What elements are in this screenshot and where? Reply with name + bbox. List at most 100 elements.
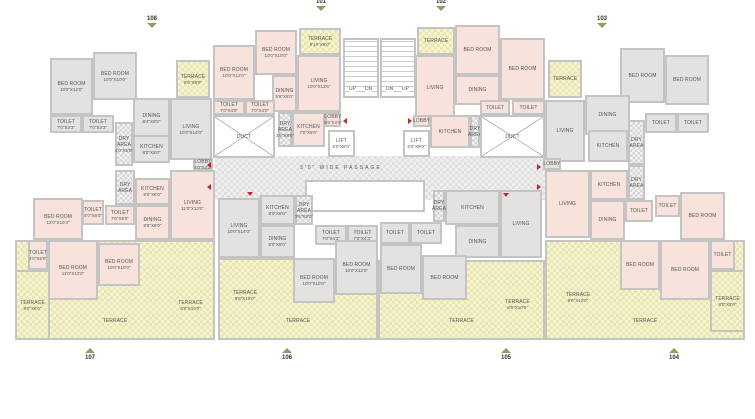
stair-up-label: UP (349, 86, 356, 92)
staircase-right: DN UP (380, 38, 416, 98)
passage-label: 3'0" WIDE PASSAGE (300, 165, 382, 171)
room-dimensions: 8'6"X10'0" (567, 298, 589, 303)
room-name: TOILET (713, 252, 732, 258)
room-name: LIFT (411, 138, 422, 144)
unit-103-terrace: TERRACE (548, 60, 582, 98)
unit-102-terrace: TERRACE (417, 27, 455, 55)
unit-number: 103 (596, 16, 607, 22)
room-dimensions: 10'0"X10'0" (103, 76, 127, 82)
room-dimensions: 10'0"X10'0" (264, 53, 288, 58)
room-name: TOILET (683, 120, 702, 126)
room-name: BED ROOM (43, 213, 73, 220)
room-dimensions: 10'0"X13'6" (307, 84, 331, 89)
room-dimensions: 5'6"X8'0" (275, 94, 294, 99)
room-name: TERRACE (180, 73, 206, 80)
room-dimensions: 7'0"X4'3" (322, 235, 340, 241)
stair-up-label: UP (402, 86, 409, 92)
room-name: TOILET (658, 203, 677, 209)
entry-arrow-icon (207, 162, 211, 168)
unit-104-bed-room: BED ROOM (620, 240, 660, 290)
direction-arrow-icon (436, 6, 446, 11)
room-name: TOILET (250, 102, 269, 108)
unit-number: 107 (84, 355, 95, 361)
common-passage (215, 156, 545, 200)
unit-102-bed-room: BED ROOM (455, 25, 500, 75)
room-name: BED ROOM (625, 262, 655, 268)
unit-105-dining: DINING (455, 225, 500, 258)
room-name: TERRACE (565, 292, 591, 298)
room-dimensions: 6'0"X8'0" (407, 144, 426, 149)
room-name: TERRACE (285, 318, 311, 324)
room-dimensions: 11'0"X13'0" (61, 270, 85, 276)
unit-102-bed-room: BED ROOM (500, 38, 545, 100)
room-dimensions: 8'0"X8'0" (268, 210, 287, 216)
unit-104-bed-room: BED ROOM (660, 240, 710, 300)
room-name: TOILET (88, 118, 107, 125)
unit-105-kitchen: KITCHEN (445, 190, 500, 225)
unit-number: 105 (500, 355, 511, 361)
room-name: TOILET (485, 104, 504, 111)
staircase-left: UP DN (343, 38, 379, 98)
room-name: DRY AREA (117, 181, 133, 194)
unit-103-toilet: TOILET (645, 113, 677, 133)
direction-arrow-icon (282, 348, 292, 353)
room-name: DRY AREA (468, 125, 483, 138)
room-name: LOBBY (412, 118, 431, 124)
room-name: KITCHEN (438, 128, 462, 135)
room-dimensions: 4'0"X4'3" (194, 164, 212, 170)
room-name: TOILET (385, 230, 404, 236)
room-dimensions: 7'0"X6'0" (111, 215, 129, 221)
room-dimensions: 12'0"X10'4" (46, 219, 70, 225)
unit-102-living: LIVING (415, 55, 455, 120)
room-name: TERRACE (232, 289, 258, 296)
room-dimensions: 10'0"X12'0" (222, 73, 246, 78)
unit-105-bed-room: BED ROOM (380, 244, 422, 294)
room-dimensions: 7'0"X8'0" (299, 130, 318, 135)
room-dimensions: 8'0"X8'0" (143, 192, 162, 197)
room-dimensions: 7'0"X4'3" (353, 235, 372, 241)
room-dimensions: 4'0"X6'0" (84, 213, 102, 218)
room-dimensions: 7'0"X4'0" (251, 108, 269, 113)
room-name: TOILET (651, 120, 670, 126)
unit-marker-108: 108 (137, 16, 167, 28)
room-name: BED ROOM (688, 213, 717, 219)
room-dimensions: 8'6"X8'0" (143, 223, 162, 228)
room-name: DUCT (236, 133, 252, 140)
room-name: LIVING (230, 222, 248, 229)
unit-103-bed-room: BED ROOM (665, 55, 709, 105)
unit-104-dining: DINING (590, 200, 625, 240)
room-name: TOILET (321, 229, 340, 236)
unit-103-dry-area: DRY AREA (628, 120, 645, 165)
room-name: BED ROOM (386, 266, 416, 272)
room-name: DINING (268, 236, 287, 242)
room-name: TERRACE (102, 318, 128, 324)
room-name: KITCHEN (266, 204, 289, 211)
direction-arrow-icon (85, 348, 95, 353)
entry-arrow-icon (503, 193, 509, 197)
room-name: DUCT (505, 133, 520, 140)
room-dimensions: 10'0"X12'0" (345, 268, 368, 273)
room-name: TOILET (519, 104, 538, 111)
unit-marker-103: 103 (587, 16, 617, 28)
unit-104-bed-room: BED ROOM (680, 192, 725, 240)
room-dimensions: 8'6"X10'0" (180, 305, 201, 311)
unit-number: 104 (668, 355, 679, 361)
room-dimensions: 5'6"X4'3" (324, 120, 342, 125)
room-name: BED ROOM (430, 274, 459, 281)
unit-104-kitchen: KITCHEN (590, 170, 628, 200)
